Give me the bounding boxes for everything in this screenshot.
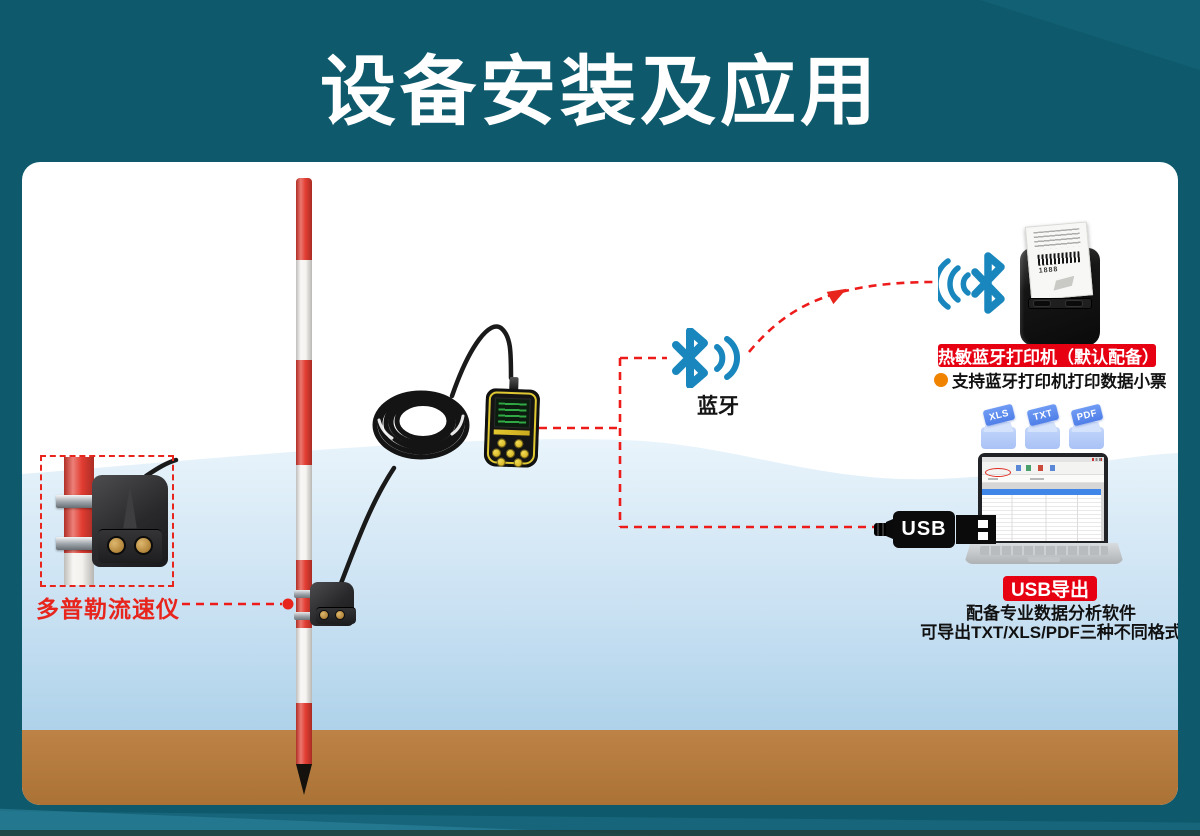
toolbar-icon	[1038, 465, 1043, 471]
sensor-label: 多普勒流速仪	[36, 596, 180, 622]
laptop-keyboard-base	[964, 543, 1124, 564]
inset-pole	[64, 457, 94, 585]
software-toolbar	[982, 462, 1104, 477]
laptop-screen	[978, 453, 1108, 543]
usb-plug-icon: USB	[874, 509, 996, 549]
file-box	[981, 427, 1016, 449]
toolbar-icon	[1016, 465, 1021, 471]
riverbed-ground	[22, 730, 1178, 805]
file-box	[1069, 427, 1104, 449]
receipt-barcode	[1037, 251, 1081, 266]
toolbar-icon	[1050, 465, 1055, 471]
printer-mode-button	[1034, 301, 1050, 306]
table-selected-row	[982, 489, 1104, 495]
analysis-software-window	[982, 457, 1104, 541]
export-desc-line2: 可导出TXT/XLS/PDF三种不同格式	[920, 623, 1178, 642]
page-title: 设备安装及应用	[320, 50, 880, 135]
handheld-meter	[483, 376, 541, 468]
transducer-eye	[319, 610, 329, 620]
usb-neck	[886, 519, 893, 539]
sensor-closeup-inset	[40, 455, 174, 587]
bluetooth-icon	[672, 328, 741, 388]
handheld-screen	[493, 397, 531, 429]
survey-pole-tip	[296, 764, 312, 795]
inset-sensor-body	[92, 475, 168, 567]
thermal-printer: 1888	[1016, 221, 1120, 348]
bullet-dot-icon	[934, 373, 948, 387]
sensor-clamp	[294, 612, 314, 620]
sensor-clamp	[294, 590, 314, 598]
coil-highlight	[377, 414, 465, 440]
bluetooth-label: 蓝牙	[697, 395, 739, 418]
table-header-row	[982, 483, 1104, 489]
file-format-icon-pdf: PDF	[1069, 403, 1104, 449]
pointer-dot	[282, 598, 294, 610]
usb-metal-head	[956, 514, 996, 544]
usb-pin-hole	[978, 531, 988, 540]
printer-control-panel	[1028, 298, 1092, 309]
file-format-icons: XLS TXT PDF	[981, 403, 1104, 449]
file-format-icon-txt: TXT	[1025, 403, 1060, 449]
printer-power-button	[1066, 301, 1082, 306]
export-desc-line1: 配备专业数据分析软件	[966, 604, 1136, 623]
connector-lines-layer	[143, 280, 937, 610]
doppler-sensor	[294, 582, 356, 630]
inset-transducer-eye	[107, 536, 126, 555]
usb-cable-tail	[874, 522, 886, 536]
software-titlebar	[982, 457, 1104, 462]
receipt-stamp	[1052, 276, 1075, 291]
file-format-icon-xls: XLS	[981, 403, 1016, 449]
receipt-code: 1888	[1038, 266, 1059, 275]
toolbar-annotation-oval	[985, 468, 1011, 477]
printer-receipt: 1888	[1024, 221, 1094, 301]
export-description: 配备专业数据分析软件 可导出TXT/XLS/PDF三种不同格式	[906, 604, 1178, 642]
printer-tag: 热敏蓝牙打印机（默认配备）	[938, 344, 1159, 367]
software-filter-row	[982, 475, 1104, 483]
printer-desc-row: 支持蓝牙打印机打印数据小票	[934, 368, 1178, 392]
file-box	[1025, 427, 1060, 449]
arrowhead-icon	[826, 288, 847, 305]
sensor-body	[310, 582, 356, 626]
table-scrollbar	[1101, 489, 1104, 541]
table-data-rows	[982, 495, 1104, 541]
scene-panel: 多普勒流速仪 蓝牙	[22, 162, 1178, 805]
usb-pin-hole	[978, 519, 988, 528]
sensor-cable	[143, 324, 514, 589]
inset-sensor-face	[98, 529, 162, 563]
inset-transducer-eye	[134, 536, 153, 555]
transducer-eye	[335, 610, 345, 620]
printer-desc: 支持蓝牙打印机打印数据小票	[952, 373, 1167, 391]
usb-export-tag: USB导出	[1003, 576, 1097, 601]
usb-plug-label: USB	[893, 510, 955, 548]
receipt-text-lines	[1033, 228, 1081, 251]
dashed-connector-lines	[182, 280, 937, 606]
background-bottom-strip	[0, 830, 1200, 836]
toolbar-icon	[1026, 465, 1031, 471]
cable-coil	[372, 390, 470, 460]
bluetooth-waves-icon	[938, 252, 1005, 314]
